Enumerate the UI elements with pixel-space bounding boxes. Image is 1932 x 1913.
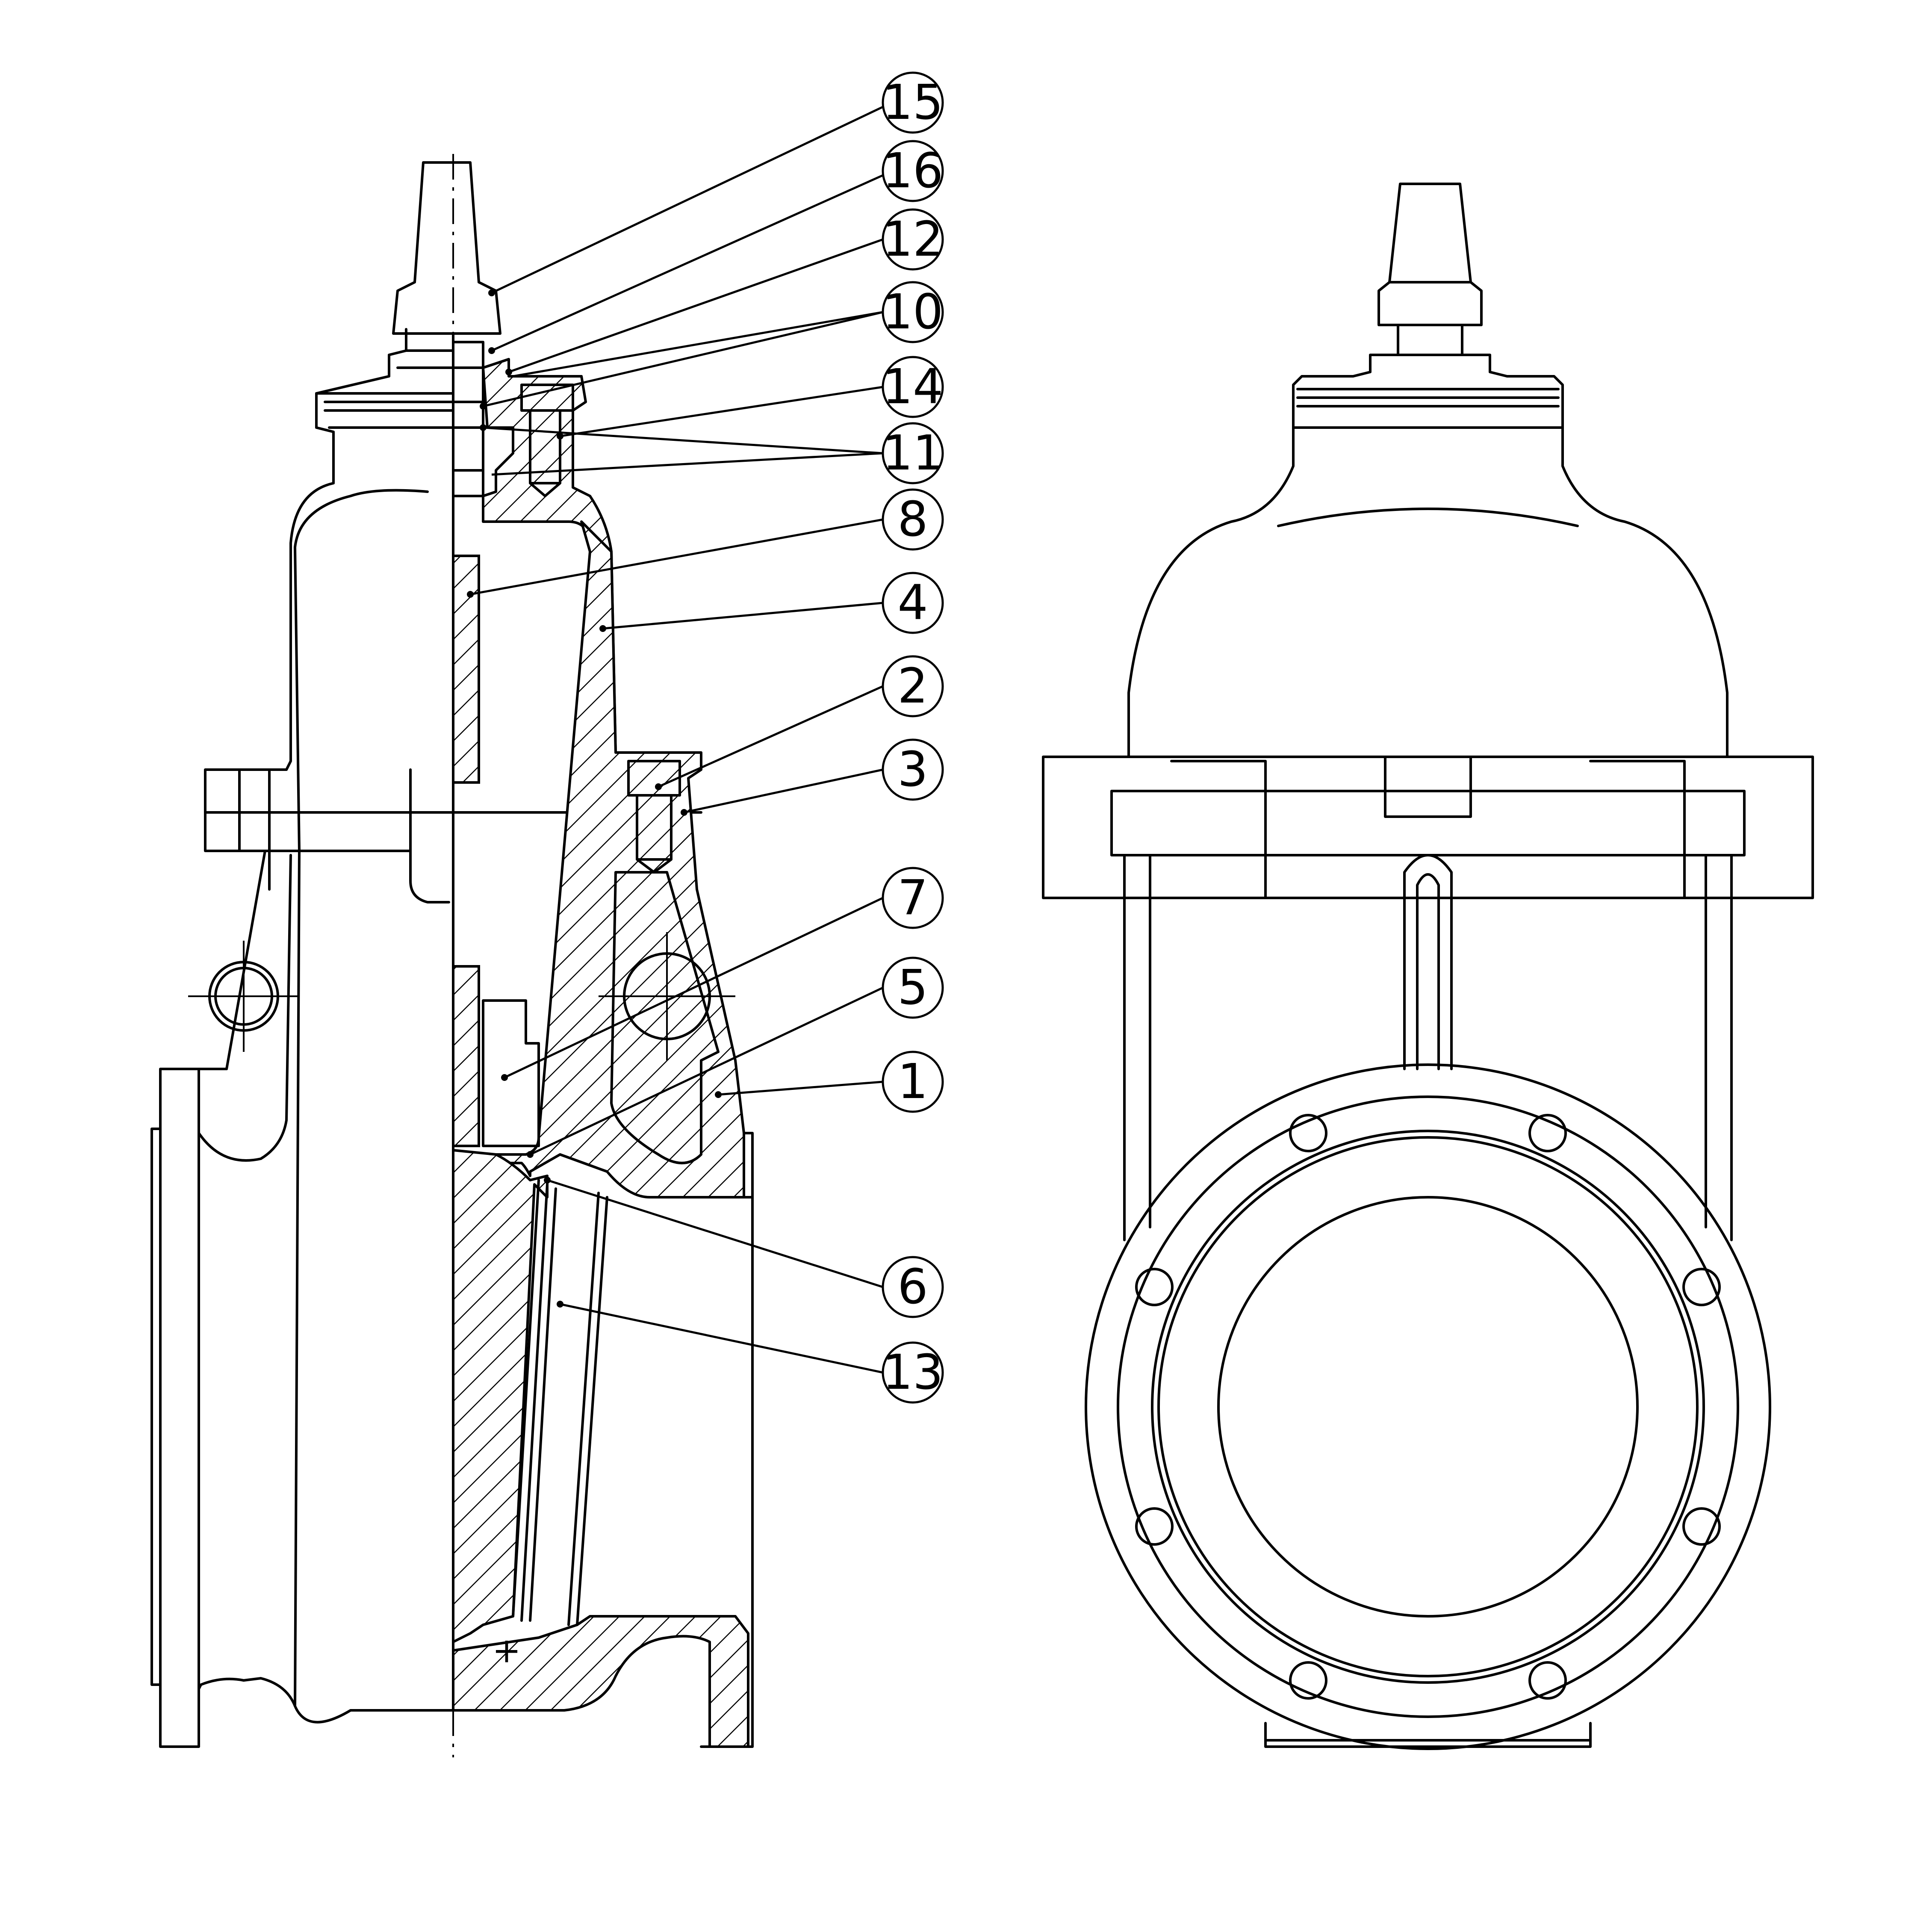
svg-text:15: 15 <box>882 75 944 130</box>
inlet-flange <box>150 1068 200 1748</box>
front-foot <box>1264 1722 1592 1748</box>
bonnet-bolt <box>520 384 574 497</box>
section-view: + <box>150 154 754 1757</box>
svg-text:8: 8 <box>897 492 928 547</box>
svg-text:1: 1 <box>897 1054 928 1110</box>
section-mark-lower: + <box>492 1631 521 1671</box>
callout-4: 4 <box>882 572 944 634</box>
wedge-gate <box>512 1179 608 1626</box>
front-mid-flange <box>1042 756 1814 899</box>
front-view <box>1042 183 1814 1750</box>
svg-text:6: 6 <box>897 1259 928 1315</box>
svg-text:7: 7 <box>897 870 928 926</box>
svg-text:5: 5 <box>897 960 928 1016</box>
valve-body-outline <box>198 328 454 1724</box>
outlet-flange <box>700 1132 754 1748</box>
valve-body-inner <box>238 489 450 1707</box>
body-lower-section <box>452 1149 549 1643</box>
svg-text:14: 14 <box>882 359 944 415</box>
stem-spindle <box>392 161 501 1712</box>
callout-7: 7 <box>882 867 944 929</box>
front-bonnet-dome <box>1127 426 1728 758</box>
front-bonnet-cap <box>1292 354 1564 429</box>
callout-5: 5 <box>882 956 944 1019</box>
stem-nut <box>482 999 540 1147</box>
callout-15: 15 <box>882 71 944 134</box>
bonnet-cap <box>315 349 454 429</box>
body-section <box>495 520 745 1199</box>
callouts: 15 16 12 10 14 11 8 4 2 3 7 5 1 6 13 <box>467 71 944 1404</box>
callout-14: 14 <box>882 356 944 418</box>
svg-text:11: 11 <box>882 425 944 481</box>
body-bolt <box>627 760 681 874</box>
svg-text:16: 16 <box>882 143 944 199</box>
front-stem-top <box>1377 183 1483 356</box>
svg-text:10: 10 <box>882 284 944 340</box>
svg-text:2: 2 <box>897 658 928 714</box>
stem-thread-upper <box>452 555 480 784</box>
callout-16: 16 <box>882 140 944 202</box>
callout-8: 8 <box>882 488 944 551</box>
callout-3: 3 <box>882 738 944 801</box>
svg-text:13: 13 <box>882 1345 944 1400</box>
stem-thread-lower <box>452 965 480 1147</box>
callout-6: 6 <box>882 1256 944 1318</box>
front-gate-slot <box>1403 854 1453 1070</box>
svg-text:4: 4 <box>897 575 928 631</box>
front-flange-face-inner <box>1157 1136 1699 1677</box>
front-flange-ring <box>1117 1095 1739 1718</box>
callout-11: 11 <box>882 422 944 484</box>
svg-text:12: 12 <box>882 212 944 267</box>
callout-12: 12 <box>882 208 944 271</box>
callout-1: 1 <box>882 1051 944 1113</box>
front-flange-outer <box>1085 1063 1771 1750</box>
front-bolt-holes <box>1135 1114 1721 1700</box>
body-base-section <box>452 1615 749 1748</box>
front-body-sides <box>1123 854 1733 1241</box>
svg-text:3: 3 <box>897 742 928 797</box>
body-cavity <box>610 871 720 1164</box>
callout-10: 10 <box>882 281 944 343</box>
front-bore <box>1217 1196 1639 1618</box>
callout-13: 13 <box>882 1341 944 1404</box>
top-nut <box>452 341 489 497</box>
front-flange-face <box>1151 1130 1705 1684</box>
callout-2: 2 <box>882 655 944 717</box>
